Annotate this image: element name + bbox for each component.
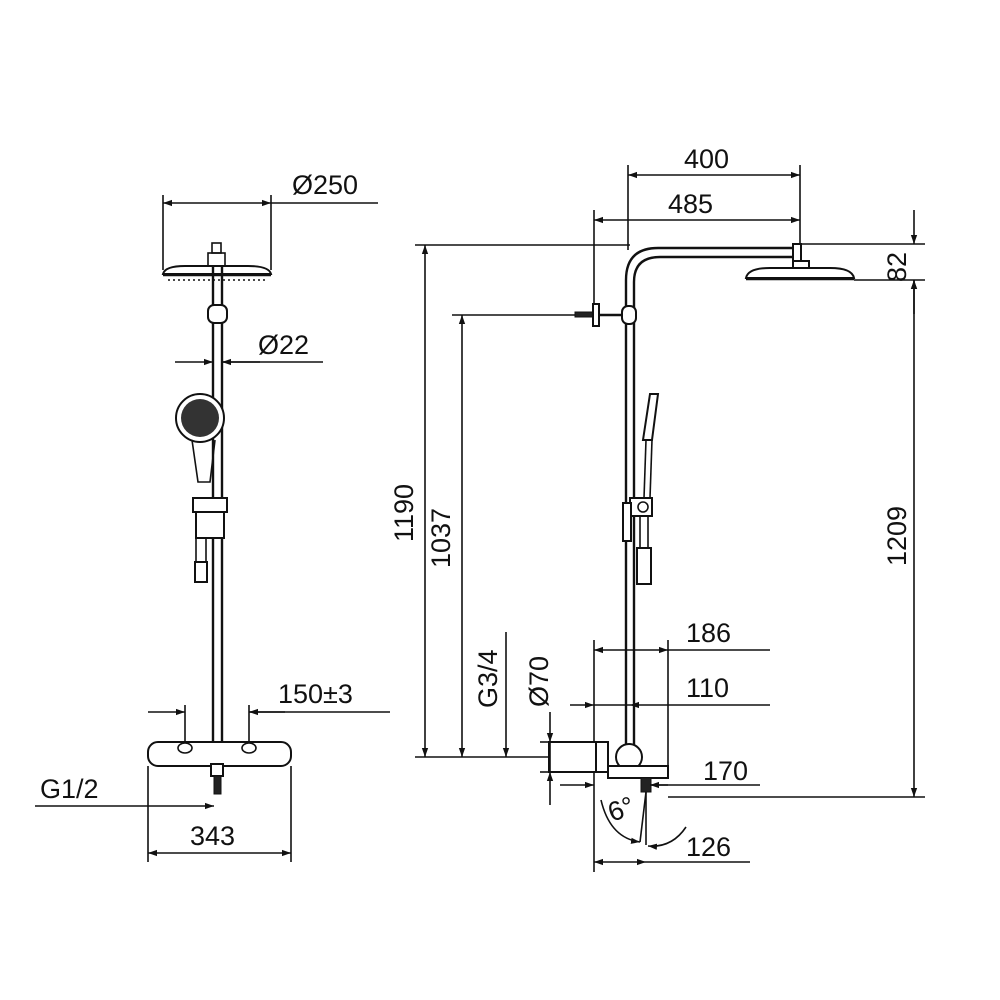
outlet-thread-label: G3/4 <box>473 649 503 708</box>
spout-projection-label: 170 <box>703 756 748 786</box>
dimension-inlet-thread: G1/2 <box>35 774 214 810</box>
dimension-thermostat-width: 343 <box>147 766 292 862</box>
dimension-arm-projection-head: 400 <box>627 144 801 250</box>
dimension-total-height: 1190 <box>389 244 630 758</box>
side-wall-bracket <box>574 303 637 327</box>
dimension-thermostat-depth: 186 <box>593 618 770 766</box>
side-hand-shower <box>622 393 660 585</box>
overall-height-label: 1209 <box>882 506 912 566</box>
wall-to-pipe-label: 110 <box>686 673 729 703</box>
hand-shower <box>175 393 228 583</box>
arm-projection-total-label: 485 <box>668 189 713 219</box>
connection-spacing-label: 150±3 <box>278 679 353 709</box>
dimension-head-diameter: Ø250 <box>162 170 378 270</box>
thermostat-width-label: 343 <box>190 821 235 851</box>
dimension-head-height: 82 <box>802 210 925 314</box>
dimension-connection-spacing: 150±3 <box>148 679 390 742</box>
dimension-bracket-height: 1037 <box>426 314 575 757</box>
side-riser-and-arm <box>624 243 802 745</box>
thermostat-body <box>147 741 292 795</box>
rosette-diameter-label: Ø70 <box>524 656 554 707</box>
bracket-height-label: 1037 <box>426 508 456 568</box>
dimension-overall-height: 1209 <box>668 280 925 798</box>
dimension-spout-offset: 126 <box>593 772 750 872</box>
dimension-spout-projection: 170 <box>560 756 760 789</box>
head-diameter-label: Ø250 <box>292 170 358 200</box>
total-height-label: 1190 <box>389 484 419 542</box>
dimension-outlet-thread: G3/4 <box>473 632 510 757</box>
arm-projection-head-label: 400 <box>684 144 729 174</box>
front-view <box>147 242 292 795</box>
dimension-arm-projection-total: 485 <box>593 189 800 305</box>
pipe-diameter-label: Ø22 <box>258 330 309 360</box>
thermostat-depth-label: 186 <box>686 618 731 648</box>
dimension-rosette-diameter: Ø70 <box>524 656 554 805</box>
side-thermostat <box>548 741 669 793</box>
dimension-pipe-diameter: Ø22 <box>175 330 323 366</box>
dimension-wall-to-pipe: 110 <box>570 673 770 709</box>
dimension-spout-angle: 6° <box>600 791 687 850</box>
inlet-thread-label: G1/2 <box>40 774 99 804</box>
side-view <box>548 243 856 793</box>
spout-offset-label: 126 <box>686 832 731 862</box>
side-overhead-head <box>744 260 856 281</box>
overhead-shower-head <box>161 242 273 281</box>
head-height-label: 82 <box>882 252 912 282</box>
